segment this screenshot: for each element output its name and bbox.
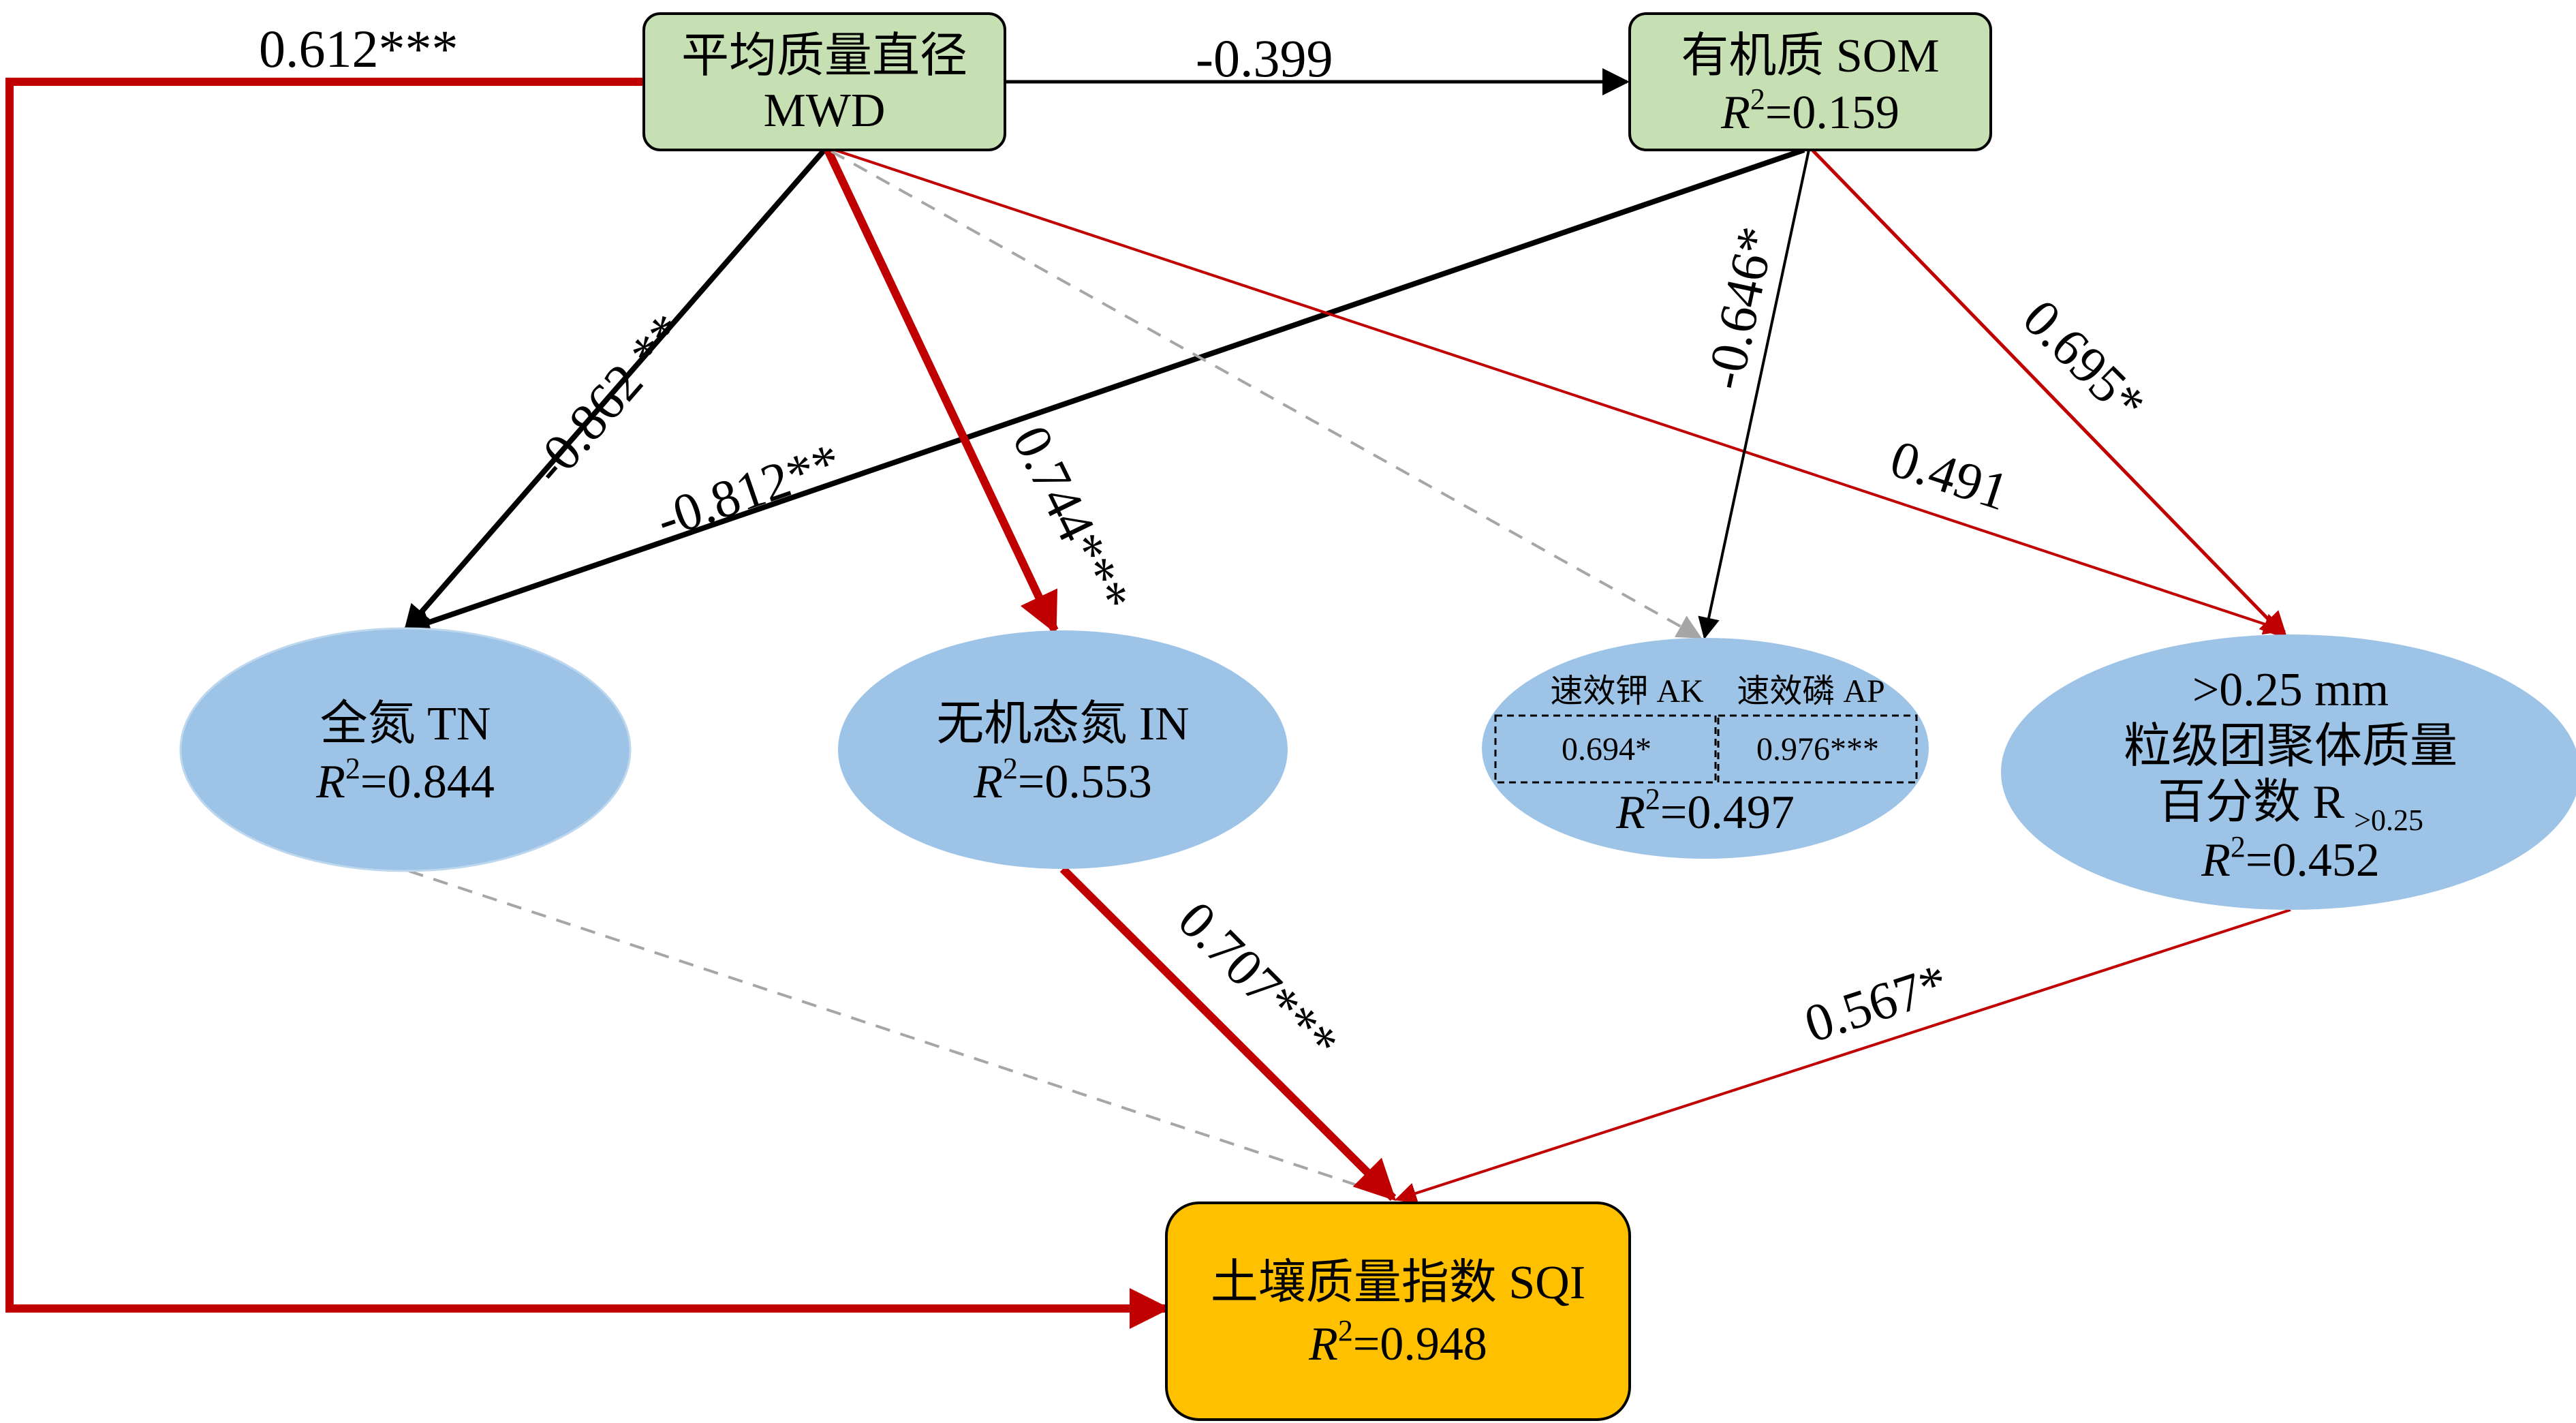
node-som-line1: 有机质 SOM bbox=[1681, 30, 1939, 82]
label-som-r025: 0.695* bbox=[2012, 288, 2157, 433]
node-akap-ak-value: 0.694* bbox=[1562, 731, 1651, 767]
edge-mwd-r025 bbox=[834, 149, 2286, 635]
node-sqi-r2: R2=0.948 bbox=[1308, 1314, 1487, 1371]
node-r025-ellipse bbox=[2001, 634, 2576, 910]
node-akap-ap-box bbox=[1717, 714, 1918, 784]
node-akap-ap-label: 速效磷 AP bbox=[1737, 673, 1884, 709]
edge-r025-sqi bbox=[1394, 908, 2291, 1204]
node-r025-line1: >0.25 mm bbox=[2192, 664, 2389, 716]
node-mwd-box bbox=[642, 12, 1006, 151]
node-in-line1: 无机态氮 IN bbox=[936, 698, 1189, 750]
node-r025: >0.25 mm 粒级团聚体质量 百分数 R>0.25 R2=0.452 bbox=[2001, 634, 2576, 910]
edge-mwd-in bbox=[824, 148, 1059, 634]
node-tn-line1: 全氮 TN bbox=[320, 698, 491, 750]
edges bbox=[5, 68, 2291, 1329]
label-mwd-sqi: 0.612*** bbox=[259, 19, 459, 78]
edge-som-r025 bbox=[1811, 149, 2288, 639]
node-tn: 全氮 TN R2=0.844 bbox=[179, 627, 632, 872]
edge-mwd-sqi bbox=[5, 78, 1170, 1329]
node-in: 无机态氮 IN R2=0.553 bbox=[838, 630, 1288, 869]
node-sqi-line1: 土壤质量指数 SQI bbox=[1211, 1257, 1585, 1309]
node-r025-r2: R2=0.452 bbox=[2201, 830, 2380, 887]
edge-som-tn bbox=[403, 147, 1805, 636]
node-tn-r2: R2=0.844 bbox=[315, 752, 495, 808]
label-mwd-in: 0.744*** bbox=[1002, 416, 1142, 622]
node-in-ellipse bbox=[838, 630, 1288, 869]
node-mwd: 平均质量直径 MWD bbox=[642, 12, 1006, 151]
node-akap-ap-value: 0.976*** bbox=[1756, 731, 1879, 767]
node-r025-line3: 百分数 R>0.25 bbox=[2158, 776, 2423, 837]
edge-mwd-akap bbox=[831, 150, 1703, 639]
edge-mwd-tn bbox=[403, 148, 827, 633]
node-som-r2: R2=0.159 bbox=[1720, 82, 1899, 139]
node-mwd-line1: 平均质量直径 bbox=[681, 30, 967, 82]
node-akap-r2: R2=0.497 bbox=[1615, 782, 1795, 839]
node-mwd-line2: MWD bbox=[764, 85, 886, 137]
label-mwd-tn: -0.862 ** bbox=[519, 302, 698, 495]
node-sqi: 土壤质量指数 SQI R2=0.948 bbox=[1165, 1202, 1631, 1421]
edge-in-sqi bbox=[1059, 866, 1397, 1202]
edge-som-akap bbox=[1698, 149, 1810, 640]
node-som-box bbox=[1628, 12, 1992, 151]
node-akap: 速效钾 AK 速效磷 AP 0.694* 0.976*** R2=0.497 bbox=[1482, 638, 1929, 859]
node-akap-ellipse bbox=[1482, 638, 1929, 859]
label-in-sqi: 0.707*** bbox=[1167, 890, 1350, 1073]
label-mwd-r025: 0.491 bbox=[1884, 428, 2016, 521]
node-tn-ellipse bbox=[179, 627, 632, 872]
edge-tn-sqi bbox=[408, 870, 1391, 1197]
label-mwd-som: -0.399 bbox=[1196, 29, 1333, 88]
node-som: 有机质 SOM R2=0.159 bbox=[1628, 12, 1992, 151]
label-som-akap: -0.646* bbox=[1694, 221, 1786, 394]
node-r025-line2: 粒级团聚体质量 bbox=[2124, 720, 2457, 773]
node-akap-ak-box bbox=[1494, 714, 1717, 784]
label-r025-sqi: 0.567* bbox=[1797, 952, 1955, 1054]
node-in-r2: R2=0.553 bbox=[973, 752, 1152, 808]
node-sqi-box bbox=[1165, 1202, 1631, 1421]
label-som-tn: -0.812** bbox=[649, 431, 848, 549]
node-akap-ak-label: 速效钾 AK bbox=[1550, 673, 1704, 709]
